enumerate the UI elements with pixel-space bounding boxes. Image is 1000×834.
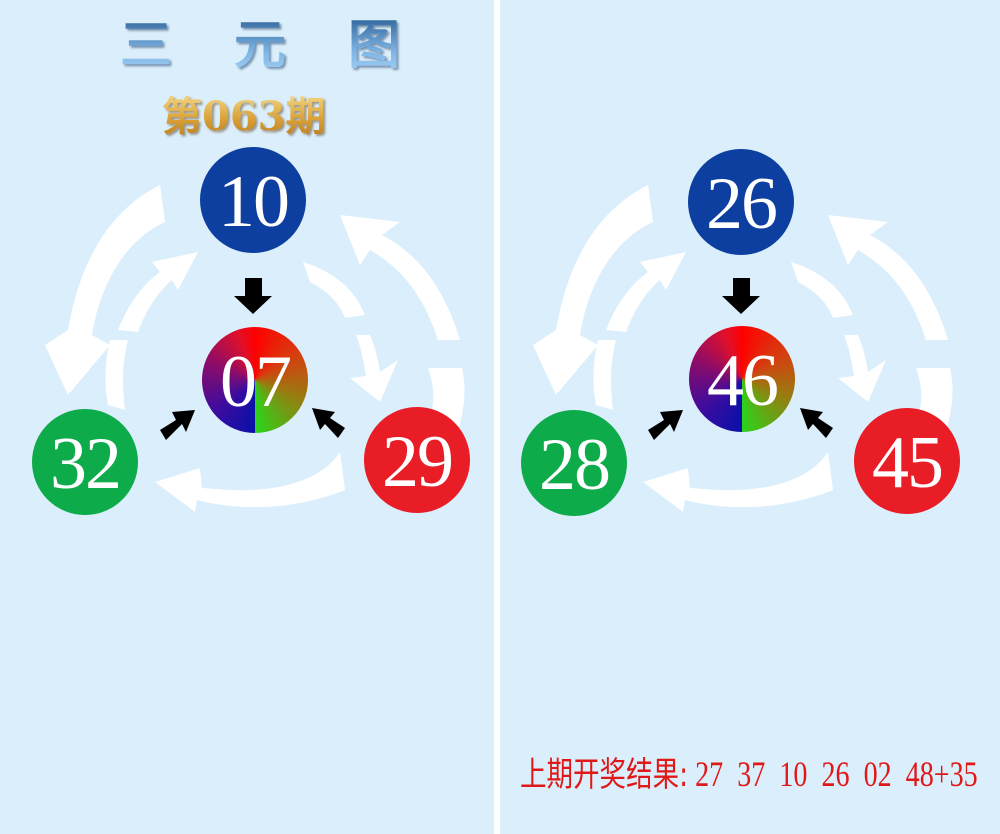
issue-number: 第063期 <box>162 92 362 142</box>
ball-right: 45 <box>854 408 960 514</box>
ball-center: 07 <box>202 327 308 433</box>
ball-left: 28 <box>521 410 627 516</box>
ball-top: 26 <box>688 149 794 255</box>
last-draw-result: 上期开奖结果: 27 37 10 26 02 48+35 <box>520 752 978 797</box>
last-draw-numbers: 27 37 10 26 02 48+35 <box>695 754 978 794</box>
page-title: 三 元 图 <box>120 14 400 78</box>
last-draw-label: 上期开奖结果: <box>520 755 689 795</box>
title-char: 元 <box>233 15 286 76</box>
ball-right: 29 <box>364 407 470 513</box>
title-char: 图 <box>347 15 400 76</box>
ball-top: 10 <box>200 147 306 253</box>
panel-divider <box>494 0 500 834</box>
ball-center: 46 <box>689 326 795 432</box>
ball-left: 32 <box>32 409 138 515</box>
title-char: 三 <box>120 15 173 76</box>
